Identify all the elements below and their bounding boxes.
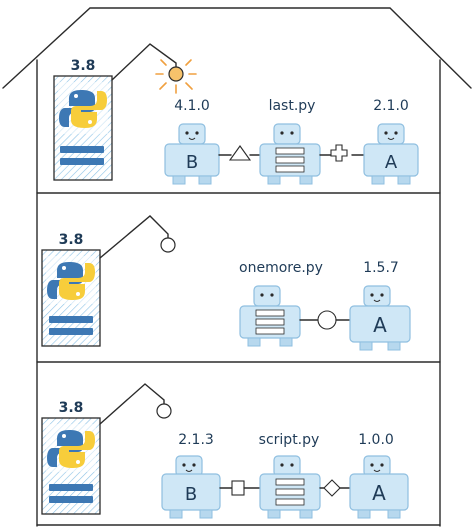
library-letter: A <box>373 313 387 337</box>
connector-square-icon <box>219 480 261 496</box>
library-b-version: 2.1.3 <box>178 432 214 448</box>
floor-1: 3.8 B 4.1.0 <box>53 43 419 185</box>
python-poster: 3.8 <box>53 58 113 181</box>
library-robot-a: A <box>349 285 411 351</box>
python-poster: 3.8 <box>41 232 101 347</box>
python-logo-icon <box>47 262 95 300</box>
app-name-label: onemore.py <box>239 260 323 276</box>
lamp-bulb-icon <box>168 66 184 82</box>
library-robot-a: A <box>349 455 409 519</box>
library-a-version: 1.0.0 <box>358 432 394 448</box>
library-letter: A <box>385 152 398 173</box>
light-rays-icon <box>155 59 197 94</box>
connector-diamond-icon <box>319 479 351 497</box>
lamp-bulb-icon <box>160 237 176 253</box>
python-logo-icon <box>47 430 95 468</box>
library-b-version: 4.1.0 <box>174 98 210 114</box>
connector-cross-icon <box>319 144 365 162</box>
lamp <box>111 43 197 94</box>
library-a-version: 1.5.7 <box>363 260 399 276</box>
connector-circle-icon <box>299 310 351 330</box>
connector-triangle-icon <box>218 145 261 161</box>
floor-2: 3.8 onemore.py A 1.5. <box>41 215 411 351</box>
app-name-label: script.py <box>259 432 320 448</box>
python-poster: 3.8 <box>41 400 101 515</box>
python-version-label: 3.8 <box>71 58 96 74</box>
library-a-version: 2.1.0 <box>373 98 409 114</box>
house-outline <box>2 7 472 527</box>
app-name-label: last.py <box>269 98 316 114</box>
app-robot <box>259 455 321 519</box>
python-version-label: 3.8 <box>59 232 84 248</box>
library-robot-b: B <box>164 123 220 185</box>
library-letter: B <box>185 484 197 505</box>
library-letter: B <box>186 152 198 173</box>
python-version-label: 3.8 <box>59 400 84 416</box>
lamp <box>99 215 176 259</box>
python-logo-icon <box>59 90 107 128</box>
app-robot <box>259 123 321 185</box>
library-letter: A <box>372 481 386 505</box>
floor-3: 3.8 B 2.1.3 script.p <box>41 383 409 519</box>
library-robot-a: A <box>363 123 419 185</box>
library-robot-b: B <box>161 455 221 519</box>
app-robot <box>239 285 301 347</box>
lamp-bulb-icon <box>156 403 172 419</box>
lamp <box>99 383 172 425</box>
